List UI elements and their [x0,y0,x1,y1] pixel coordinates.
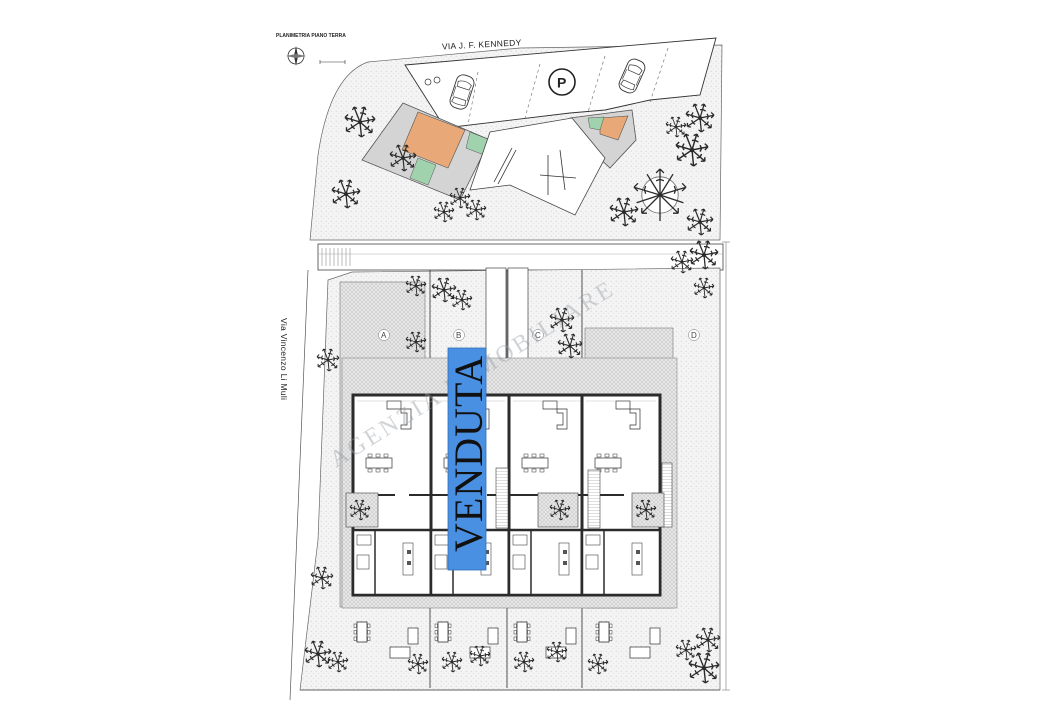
kiosk-lawn [587,116,605,131]
unit-letters: A B C D [378,329,700,341]
table-icon [513,621,531,643]
access-strip [317,243,724,271]
table-icon [434,621,452,643]
plaza-benches [493,147,577,195]
unit-letter-a: A [381,331,387,340]
kiosk-lawn [409,157,437,186]
street-label-north: VIA J. F. KENNEDY [442,37,522,51]
sold-label: VENDUTA [446,355,491,552]
unit-letter-c: C [535,331,541,340]
scale-bar [319,60,346,64]
bike-rack-icon [424,76,441,86]
plan-title: PLANIMETRIA PIANO TERRA [276,33,346,39]
table-icon [595,621,613,643]
compass-icon [286,46,306,66]
stair-icon [587,469,601,529]
parking-symbol: P [557,75,566,91]
street-label-west: Via Vincenzo Li Muli [279,318,289,400]
parking-stall-lines [467,47,669,126]
kiosk-terrace [401,111,466,169]
access-stairs [321,248,351,266]
unit-letter-b: B [456,331,461,340]
central-plaza [469,117,606,216]
unit-letter-d: D [691,331,697,340]
table-icon [353,621,371,643]
stair-icon [495,467,509,529]
sold-badge [447,347,487,571]
parking-sign: P [548,68,576,96]
